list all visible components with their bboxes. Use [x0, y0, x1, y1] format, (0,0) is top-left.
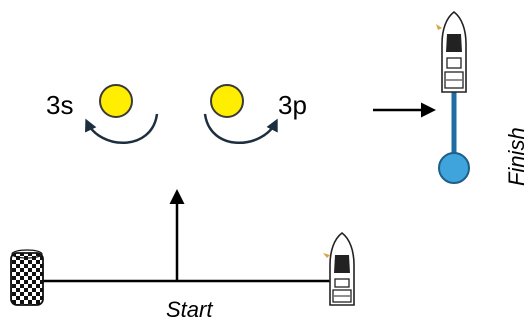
checkered-flag-buoy-icon: [10, 249, 44, 306]
right-mark-label: 3p: [278, 90, 307, 120]
right-mark: 3p: [203, 84, 307, 144]
rounding-arrow-starboard: [85, 113, 159, 144]
left-mark: 3s: [46, 84, 159, 144]
motor-yacht-icon: [436, 10, 467, 93]
yellow-buoy-icon: [99, 84, 133, 118]
yellow-buoy-icon: [210, 84, 244, 118]
start-line-group: Start: [10, 231, 355, 322]
finish-label: Finish: [504, 127, 525, 186]
blue-buoy-icon: [438, 152, 470, 184]
start-label: Start: [166, 297, 213, 322]
rounding-arrow-port: [203, 113, 278, 144]
left-mark-label: 3s: [46, 90, 73, 120]
motor-yacht-icon: [323, 231, 355, 306]
finish-line-group: Finish: [436, 10, 525, 186]
